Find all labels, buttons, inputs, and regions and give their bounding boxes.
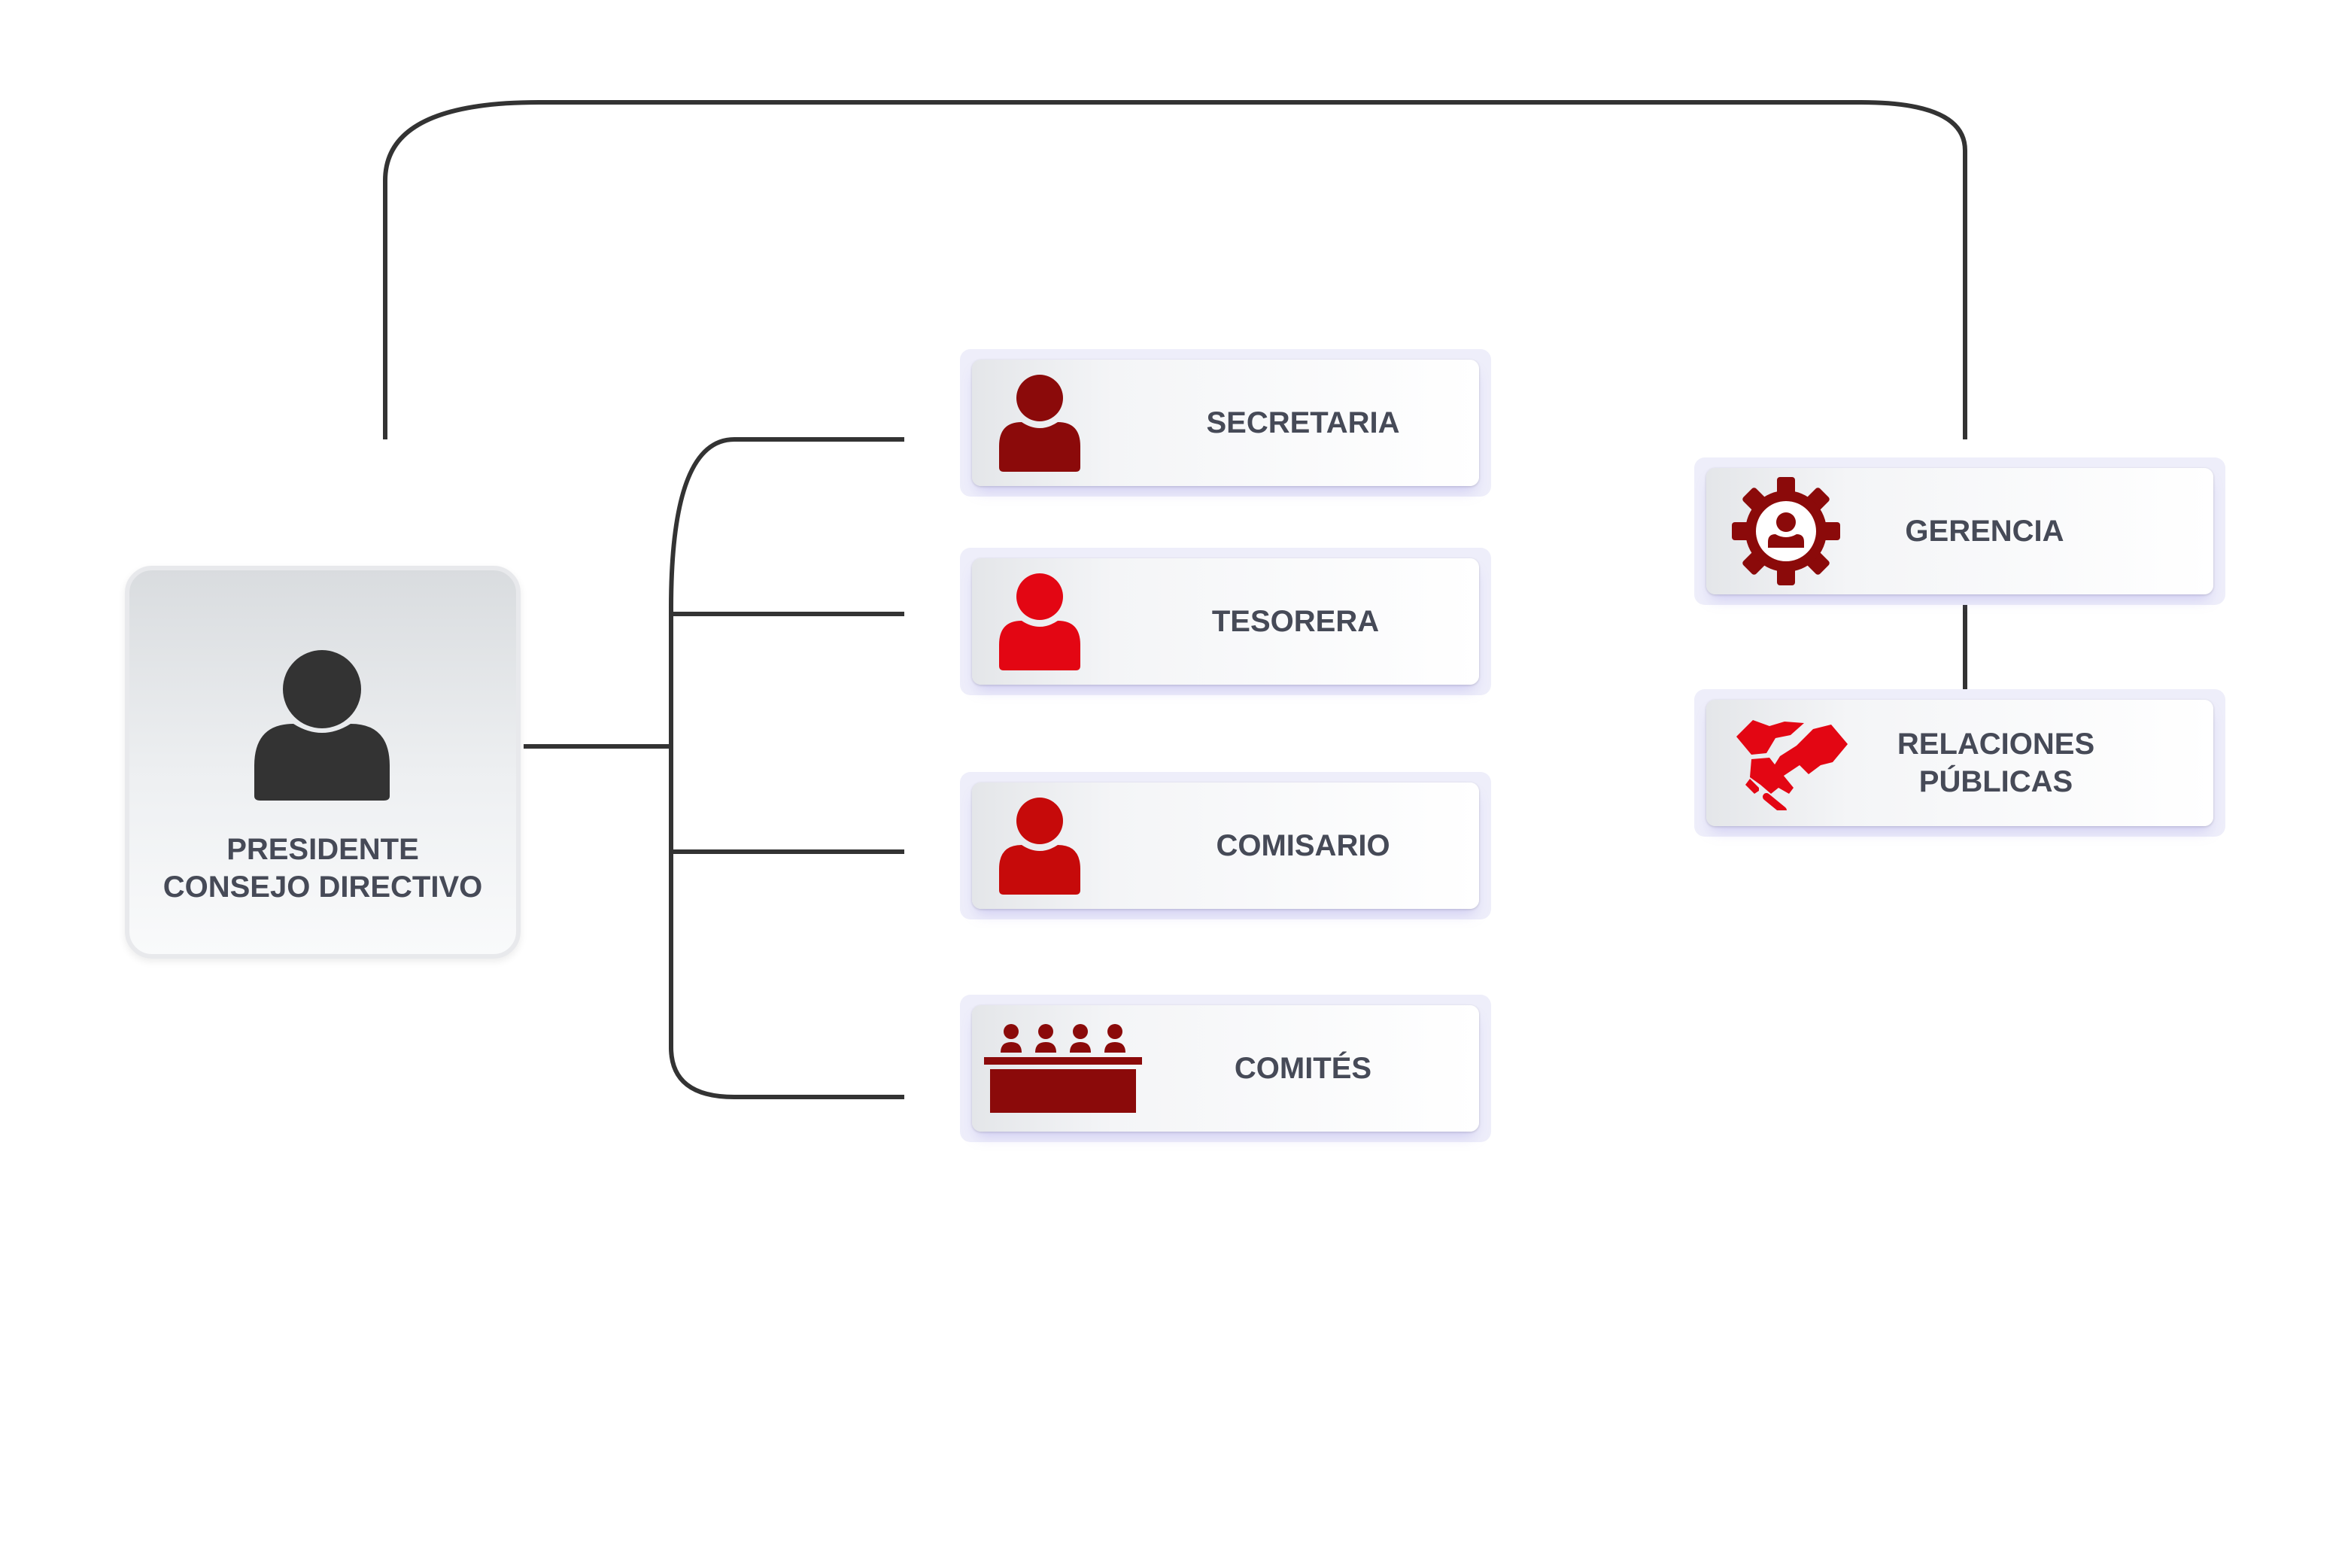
connector-trunk: [669, 437, 904, 1099]
comites-label: COMITÉS: [1234, 1052, 1372, 1085]
role-card-body: SECRETARIA: [972, 360, 1479, 486]
role-card-tesorera: TESORERA: [960, 548, 1491, 695]
relaciones-label: RELACIONES PÚBLICAS: [1872, 725, 2120, 801]
president-title: PRESIDENTE CONSEJO DIRECTIVO: [129, 831, 516, 906]
role-card-body: COMISARIO: [972, 782, 1479, 909]
comisario-label: COMISARIO: [1216, 829, 1390, 862]
role-card-body: TESORERA: [972, 558, 1479, 685]
president-title-line1: PRESIDENTE: [226, 833, 419, 866]
gerencia-label: GERENCIA: [1905, 515, 2064, 548]
person-icon: [999, 573, 1080, 670]
role-card-gerencia: GERENCIA: [1694, 457, 2225, 605]
gear-person-icon: [1732, 477, 1840, 585]
relaciones-label-line2: PÚBLICAS: [1918, 765, 2073, 798]
role-card-comites: COMITÉS: [960, 995, 1491, 1142]
relaciones-label-line1: RELACIONES: [1897, 728, 2095, 761]
role-card-comisario: COMISARIO: [960, 772, 1491, 919]
president-title-line2: CONSEJO DIRECTIVO: [163, 871, 483, 904]
person-icon: [999, 798, 1080, 895]
president-card: PRESIDENTE CONSEJO DIRECTIVO: [125, 566, 521, 959]
connector-president-gerencia: [383, 100, 1967, 439]
person-icon: [254, 650, 390, 801]
role-card-body: COMITÉS: [972, 1005, 1479, 1132]
role-card-body: GERENCIA: [1706, 468, 2213, 594]
secretaria-label: SECRETARIA: [1206, 406, 1400, 439]
role-card-body: RELACIONES PÚBLICAS: [1706, 700, 2213, 826]
person-icon: [999, 375, 1080, 472]
role-card-relaciones: RELACIONES PÚBLICAS: [1694, 689, 2225, 837]
committee-icon: [984, 1024, 1142, 1113]
role-card-secretaria: SECRETARIA: [960, 349, 1491, 497]
handshake-icon: [1736, 720, 1848, 810]
tesorera-label: TESORERA: [1211, 605, 1380, 638]
